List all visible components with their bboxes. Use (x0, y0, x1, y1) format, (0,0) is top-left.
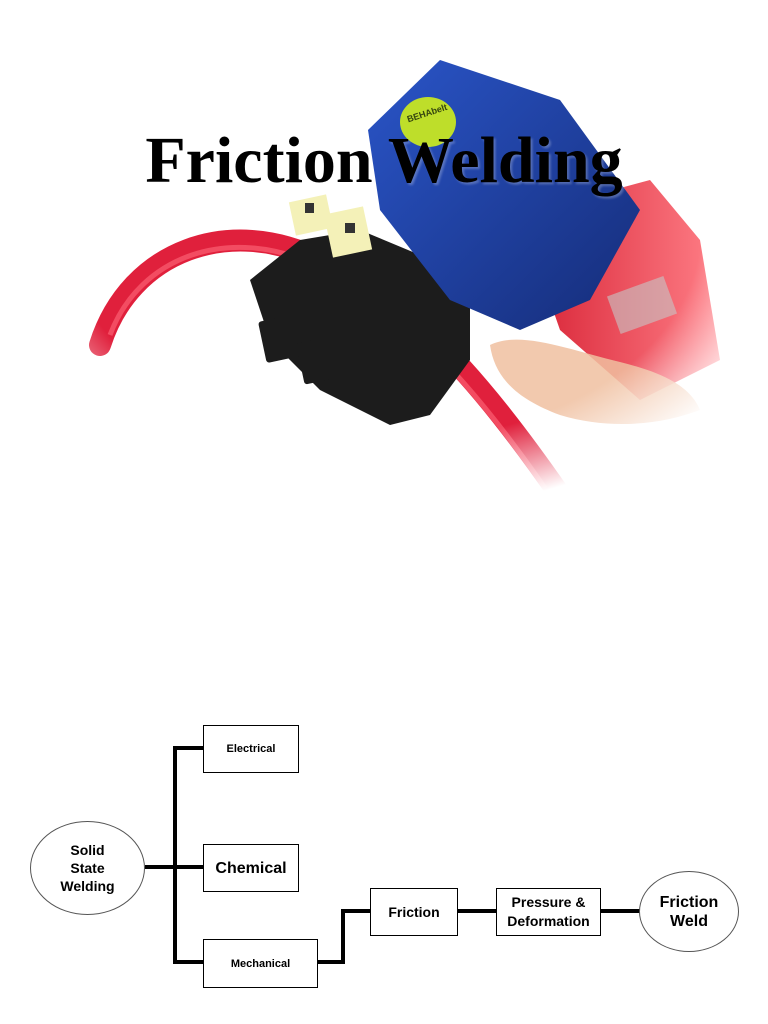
node-friction-label: Friction (388, 903, 440, 920)
diagram-connectors (145, 746, 640, 964)
node-pressure-deformation-label: Pressure & Deformation (507, 894, 590, 929)
node-friction-weld-label: Friction Weld (659, 893, 719, 930)
node-solid-state-welding-label: Solid State Welding (60, 842, 115, 894)
node-chemical: Chemical (203, 844, 299, 892)
connector-mechanical-friction (318, 909, 370, 964)
node-pressure-deformation: Pressure & Deformation (496, 888, 601, 936)
node-electrical: Electrical (203, 725, 299, 773)
node-mechanical: Mechanical (203, 939, 318, 988)
node-electrical-label: Electrical (226, 743, 276, 755)
node-friction: Friction (370, 888, 458, 936)
slide-title-text: Friction Welding (145, 124, 623, 197)
friction-welding-tool-photo: BEHAbelt (0, 0, 768, 512)
slide-title: BEHAbelt Friction Welding (0, 0, 768, 512)
node-chemical-label: Chemical (215, 859, 287, 877)
node-friction-weld: Friction Weld (639, 871, 739, 952)
slide-classification-diagram: Solid State Welding Electrical Chemical … (0, 512, 768, 1024)
node-solid-state-welding: Solid State Welding (30, 821, 145, 915)
node-mechanical-label: Mechanical (230, 957, 291, 970)
